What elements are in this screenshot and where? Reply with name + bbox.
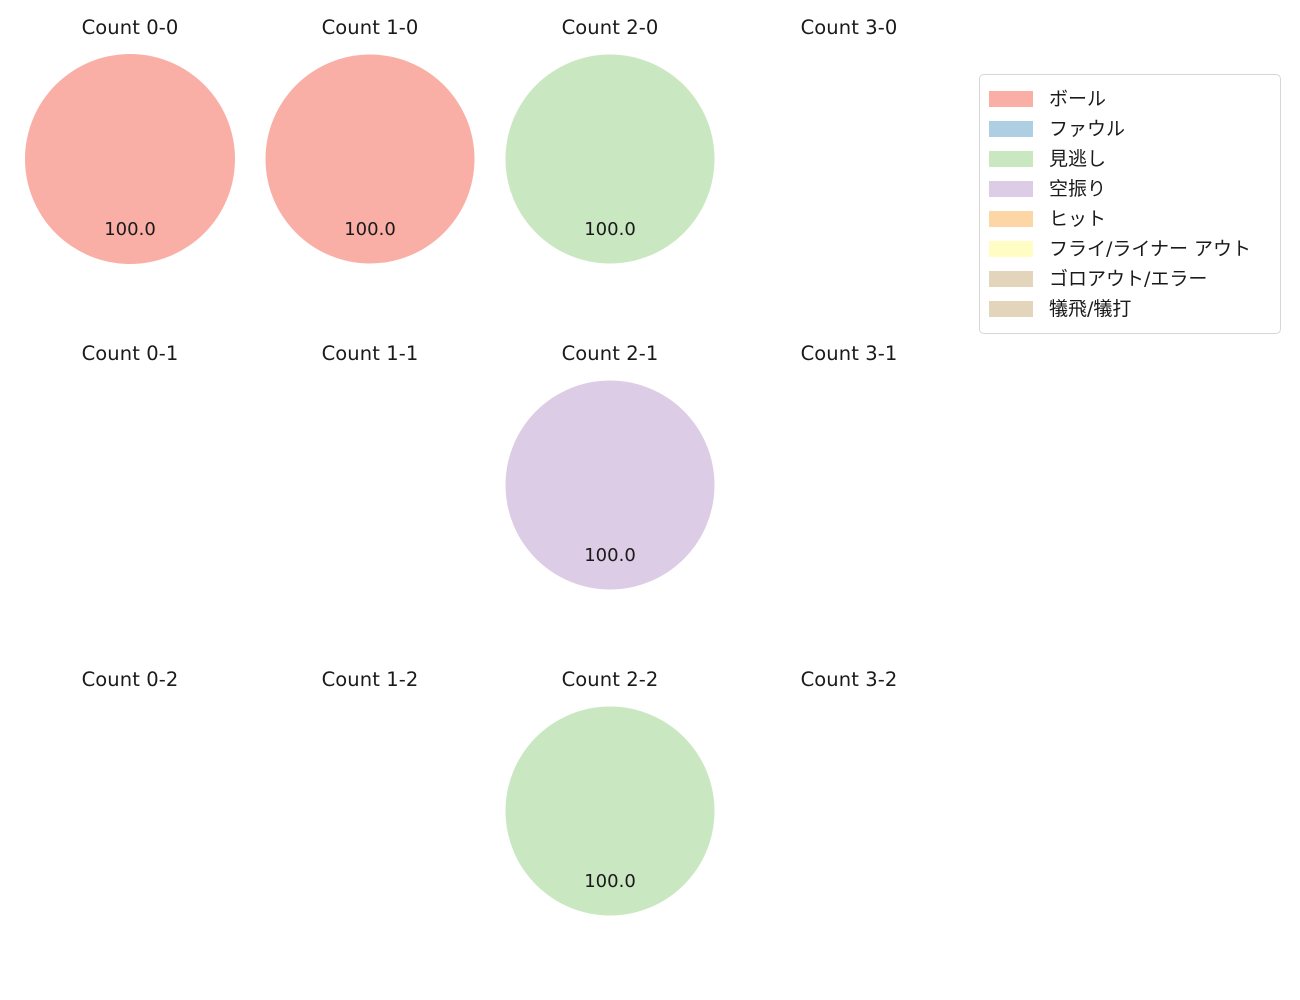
- legend-item-label: フライ/ライナー アウト: [1049, 238, 1252, 260]
- count-cell: Count 0-1: [10, 342, 250, 668]
- count-cell: Count 0-2: [10, 668, 250, 994]
- count-cell-plot-area: 100.0: [10, 54, 250, 342]
- legend-item[interactable]: ファウル: [989, 114, 1270, 144]
- legend-item-label: ゴロアウト/エラー: [1049, 268, 1208, 290]
- count-bubble[interactable]: [265, 54, 475, 264]
- count-cell: Count 2-1 100.0: [490, 342, 730, 668]
- legend-color-swatch: [989, 151, 1033, 167]
- count-bubble-value-label: 100.0: [344, 219, 396, 240]
- legend-color-swatch: [989, 121, 1033, 137]
- legend-item[interactable]: 見逃し: [989, 144, 1270, 174]
- legend-item-label: 空振り: [1049, 178, 1107, 200]
- count-cell-plot-area: [10, 706, 250, 994]
- legend-item-label: ファウル: [1049, 118, 1126, 140]
- legend-item[interactable]: ゴロアウト/エラー: [989, 264, 1270, 294]
- count-cell: Count 1-2: [250, 668, 490, 994]
- legend-item[interactable]: フライ/ライナー アウト: [989, 234, 1270, 264]
- count-bubble-value-label: 100.0: [584, 219, 636, 240]
- count-cell-plot-area: [250, 380, 490, 668]
- count-bubble-value-label: 100.0: [584, 545, 636, 566]
- legend-item[interactable]: 犠飛/犠打: [989, 294, 1270, 324]
- count-cell-title: Count 2-2: [561, 668, 659, 691]
- legend-color-swatch: [989, 301, 1033, 317]
- count-cell-title: Count 1-0: [321, 16, 419, 39]
- count-bubble[interactable]: [505, 54, 715, 264]
- count-cell-title: Count 2-1: [561, 342, 659, 365]
- count-cell-plot-area: [10, 380, 250, 668]
- count-bubble[interactable]: [25, 54, 235, 264]
- count-cell-plot-area: [729, 380, 969, 668]
- legend-item[interactable]: 空振り: [989, 174, 1270, 204]
- count-cell-plot-area: [729, 706, 969, 994]
- legend-color-swatch: [989, 211, 1033, 227]
- count-cell-plot-area: 100.0: [490, 54, 730, 342]
- count-cell: Count 3-1: [729, 342, 969, 668]
- count-cell: Count 2-0 100.0: [490, 16, 730, 342]
- legend-item-label: ヒット: [1049, 208, 1107, 230]
- count-cell: Count 3-0: [729, 16, 969, 342]
- legend-color-swatch: [989, 241, 1033, 257]
- legend-item[interactable]: ボール: [989, 84, 1270, 114]
- count-cell-plot-area: 100.0: [490, 380, 730, 668]
- count-bubble[interactable]: [505, 380, 715, 590]
- count-cell: Count 1-1: [250, 342, 490, 668]
- legend-item-label: 犠飛/犠打: [1049, 298, 1132, 320]
- count-cell: Count 0-0 100.0: [10, 16, 250, 342]
- count-cell-title: Count 3-0: [800, 16, 898, 39]
- count-cell-title: Count 2-0: [561, 16, 659, 39]
- count-cell-title: Count 3-1: [800, 342, 898, 365]
- count-bubble[interactable]: [505, 706, 715, 916]
- count-cell: Count 2-2 100.0: [490, 668, 730, 994]
- count-cell-title: Count 1-2: [321, 668, 419, 691]
- count-cell-title: Count 3-2: [800, 668, 898, 691]
- count-cell-plot-area: 100.0: [250, 54, 490, 342]
- count-cell-title: Count 0-2: [81, 668, 179, 691]
- legend-item[interactable]: ヒット: [989, 204, 1270, 234]
- count-cell-plot-area: 100.0: [490, 706, 730, 994]
- legend-item-label: ボール: [1049, 88, 1107, 110]
- count-cell-title: Count 1-1: [321, 342, 419, 365]
- chart-legend: ボールファウル見逃し空振りヒットフライ/ライナー アウトゴロアウト/エラー犠飛/…: [979, 74, 1281, 334]
- count-cell: Count 3-2: [729, 668, 969, 994]
- count-bubble-value-label: 100.0: [104, 219, 156, 240]
- count-cell-title: Count 0-0: [81, 16, 179, 39]
- legend-item-label: 見逃し: [1049, 148, 1107, 170]
- count-cell-plot-area: [729, 54, 969, 342]
- legend-color-swatch: [989, 181, 1033, 197]
- legend-color-swatch: [989, 271, 1033, 287]
- count-cell: Count 1-0 100.0: [250, 16, 490, 342]
- legend-color-swatch: [989, 91, 1033, 107]
- count-bubble-value-label: 100.0: [584, 871, 636, 892]
- count-cell-title: Count 0-1: [81, 342, 179, 365]
- count-cell-plot-area: [250, 706, 490, 994]
